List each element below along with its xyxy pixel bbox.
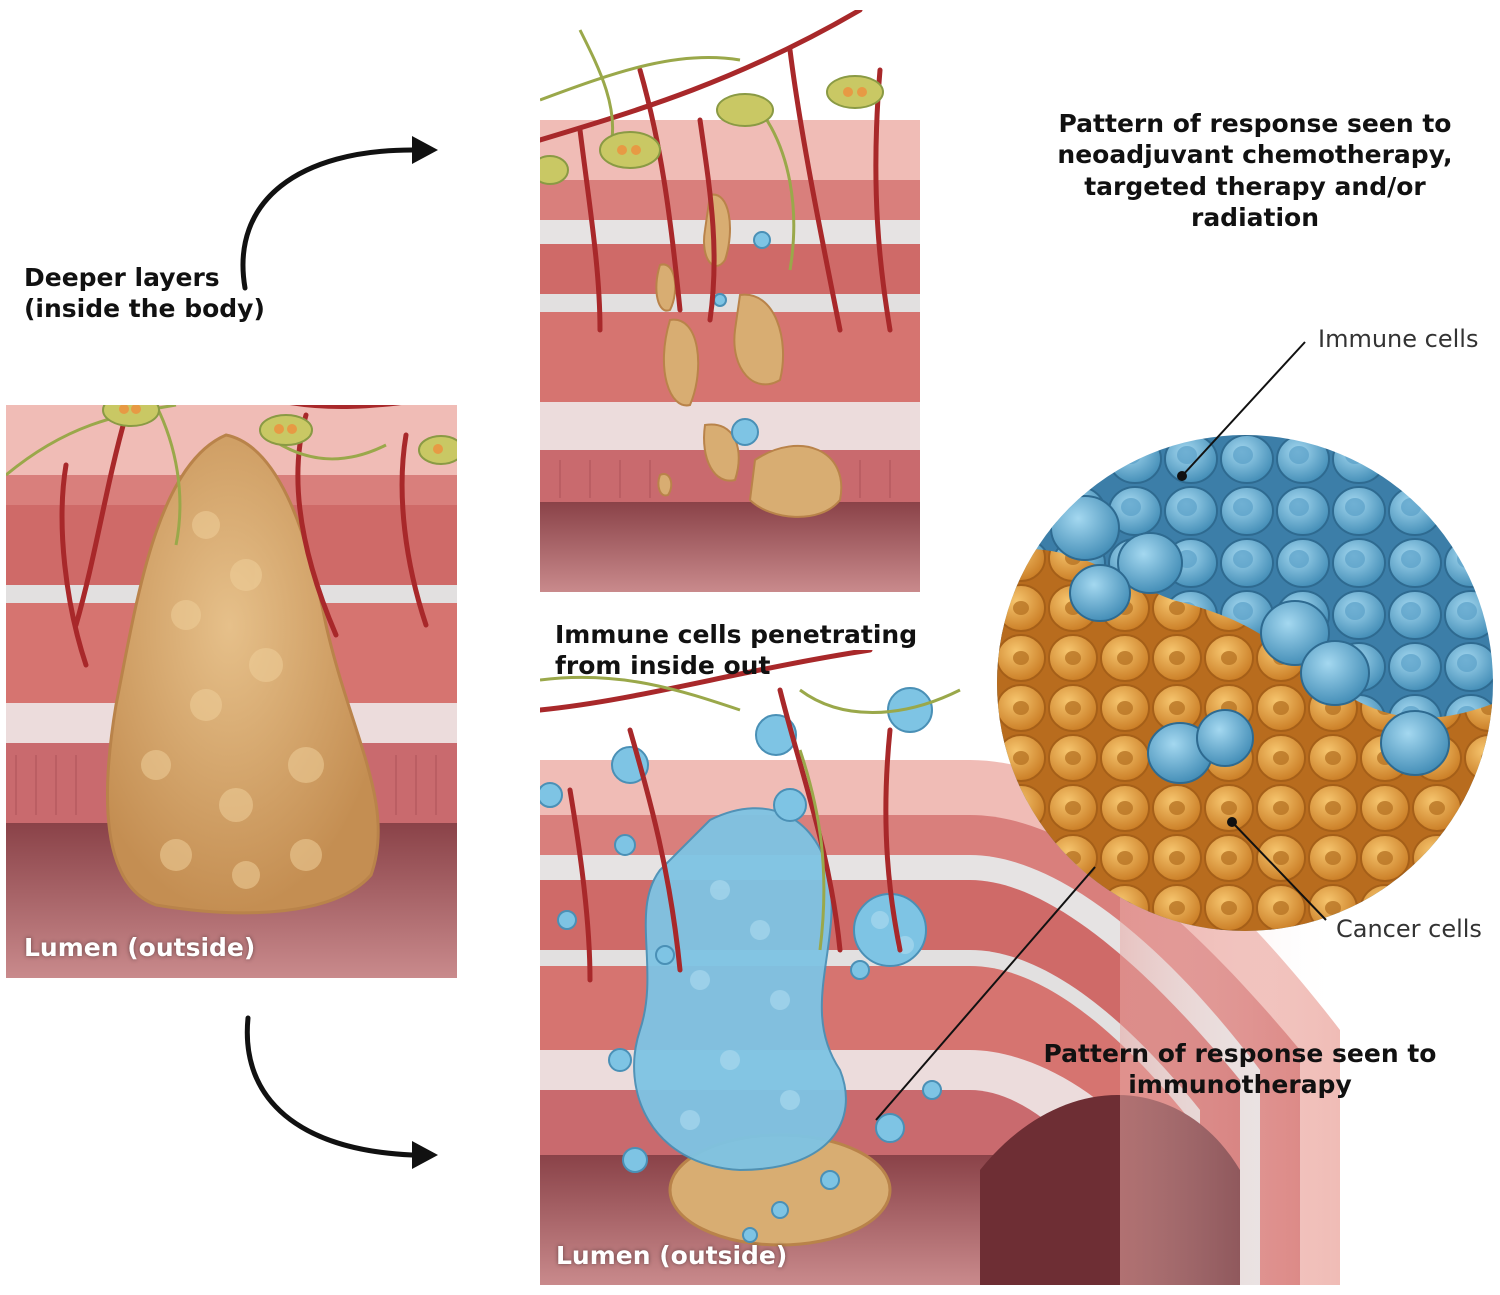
lumen-right-label: Lumen (outside)	[556, 1241, 788, 1270]
immune-cells-callout: Immune cells	[1318, 325, 1479, 353]
arrow-head-immuno	[412, 1141, 438, 1169]
arrow-head-chemo	[412, 136, 438, 164]
arrow-to-immuno	[244, 1015, 415, 1158]
cancer-cells-pointer	[1231, 821, 1327, 921]
immune-cells-pointer	[1181, 341, 1306, 477]
cancer-cells-callout: Cancer cells	[1336, 915, 1482, 943]
chemo-pattern-label: Pattern of response seen to neoadjuvant …	[1057, 109, 1453, 232]
lumen-left-label: Lumen (outside)	[24, 933, 256, 962]
immuno-response-panel	[540, 650, 1340, 1285]
magnify-connector-line	[875, 866, 1096, 1121]
chemo-response-panel	[540, 10, 920, 592]
immune-penetrating-label: Immune cells penetrating from inside out	[555, 620, 918, 681]
cancer-cells-pointer-dot	[1227, 817, 1237, 827]
deeper-layers-label: Deeper layers (inside the body)	[24, 263, 265, 324]
immuno-pattern-label: Pattern of response seen to immunotherap…	[1043, 1039, 1437, 1100]
immune-cells-pointer-dot	[1177, 471, 1187, 481]
magnified-cell-view	[995, 433, 1495, 933]
left-tumor-panel	[6, 405, 457, 978]
arrow-to-chemo	[240, 147, 415, 291]
